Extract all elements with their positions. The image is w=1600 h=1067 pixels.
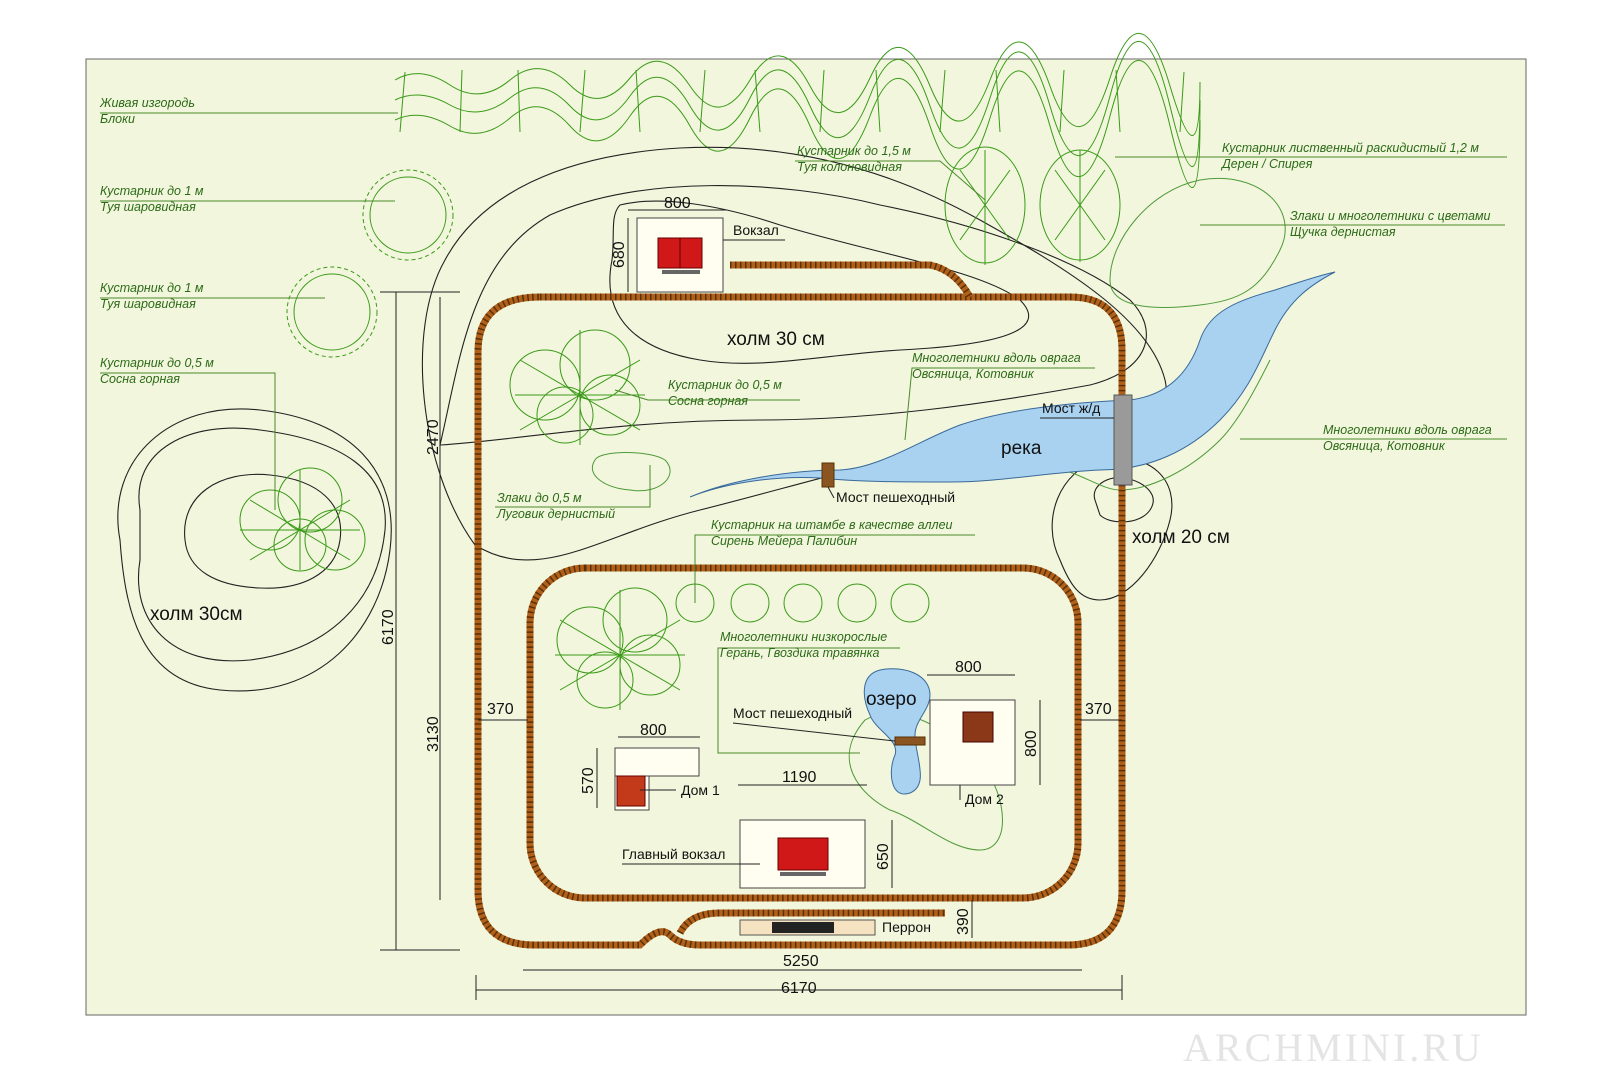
label-house1: Дом 1 (681, 782, 720, 798)
dim-station-w: 800 (664, 195, 691, 212)
label-shrub-d-2: Туя колоновидная (797, 160, 902, 174)
label-hill-left: холм 30см (150, 604, 243, 625)
alley-lilacs (675, 583, 930, 623)
dim-main-h: 650 (875, 843, 892, 870)
dim-left-lower: 3130 (425, 716, 442, 752)
river (689, 271, 1336, 498)
columnar-thuja (944, 146, 1121, 265)
dim-house2-h: 800 (1023, 730, 1040, 757)
shrubs (239, 146, 1121, 710)
leader-lines (100, 112, 1507, 754)
label-hedge-2: Блоки (100, 112, 135, 126)
label-foot-bridge-1: Мост пешеходный (836, 489, 955, 505)
main-station-roof (777, 837, 829, 871)
pine-left (239, 467, 366, 572)
platform-siding (676, 909, 945, 935)
dim-outer-w: 6170 (781, 980, 817, 997)
label-shrub-f-2: Сосна горная (668, 394, 748, 408)
watermark: ARCHMINI.RU (1183, 1025, 1484, 1067)
label-shrub-b-1: Кустарник до 1 м (100, 281, 204, 295)
dim-gap-left: 370 (487, 701, 514, 718)
dim-house1-w: 800 (640, 722, 667, 739)
label-hill-right: холм 20 см (1132, 527, 1230, 548)
label-perennial-b-2: Овсяница, Котовник (1323, 439, 1446, 453)
lake-footbridge (894, 736, 926, 746)
label-perennial-a-2: Овсяница, Котовник (912, 367, 1035, 381)
label-hill-top: холм 30 см (727, 329, 825, 350)
label-shrub-f-1: Кустарник до 0,5 м (668, 378, 782, 392)
dimension-lines (380, 209, 1123, 1000)
label-platform: Перрон (882, 919, 931, 935)
label-low-2: Герань, Гвоздика травянка (720, 646, 880, 660)
label-grass-a-1: Злаки и многолетники с цветами (1290, 209, 1491, 223)
dim-inner-w: 5250 (783, 953, 819, 970)
house1-building (614, 747, 700, 811)
outer-track (474, 293, 1126, 949)
railway-bridge (1113, 394, 1133, 486)
label-shrub-e-1: Кустарник лиственный раскидистый 1,2 м (1222, 141, 1479, 155)
main-station-building (739, 819, 866, 889)
dim-left-total: 6170 (380, 609, 397, 645)
label-lake: озеро (866, 689, 917, 710)
house2-building (929, 699, 1016, 786)
dim-house1-h: 570 (580, 767, 597, 794)
label-rail-bridge: Мост ж/д (1042, 400, 1100, 416)
dim-house2-w: 800 (955, 659, 982, 676)
label-alley-2: Сирень Мейера Палибин (711, 534, 857, 548)
footbridge (821, 462, 835, 488)
label-low-1: Многолетники низкорослые (720, 630, 887, 644)
label-perennial-a-1: Многолетники вдоль оврага (912, 351, 1081, 365)
dim-platform-h: 390 (955, 908, 972, 935)
label-shrub-a-1: Кустарник до 1 м (100, 184, 204, 198)
pine-inner (555, 587, 685, 710)
label-house2: Дом 2 (965, 791, 1004, 807)
label-hedge-1: Живая изгородь (99, 96, 195, 110)
label-shrub-d-1: Кустарник до 1,5 м (797, 144, 911, 158)
platform-building (739, 919, 876, 936)
house1-roof (616, 775, 646, 807)
dim-gap-right: 370 (1085, 701, 1112, 718)
label-shrub-c-2: Сосна горная (100, 372, 180, 386)
label-grass-b-2: Луговик дернистый (496, 507, 615, 521)
hedge (394, 32, 1201, 188)
hill-contours (117, 146, 1173, 692)
label-perennial-b-1: Многолетники вдоль оврага (1323, 423, 1492, 437)
label-alley-1: Кустарник на штамбе в качестве аллеи (711, 518, 953, 532)
lake (863, 668, 931, 795)
label-grass-b-1: Злаки до 0,5 м (497, 491, 582, 505)
label-foot-bridge-2: Мост пешеходный (733, 705, 852, 721)
station-building (636, 217, 724, 293)
label-shrub-a-2: Туя шаровидная (100, 200, 196, 214)
label-shrub-c-1: Кустарник до 0,5 м (100, 356, 214, 370)
label-main-station: Главный вокзал (622, 846, 725, 862)
inner-track (526, 564, 1082, 902)
label-river: река (1001, 438, 1042, 459)
dim-station-h: 680 (611, 241, 628, 268)
house2-roof (962, 711, 994, 743)
dim-left-upper: 2470 (425, 419, 442, 455)
dim-main-w: 1190 (782, 769, 817, 786)
label-shrub-b-2: Туя шаровидная (100, 297, 196, 311)
pine-mid (509, 329, 645, 445)
station-siding (730, 261, 974, 299)
label-grass-a-2: Щучка дернистая (1290, 225, 1396, 239)
label-shrub-e-2: Дерен / Спирея (1220, 157, 1313, 171)
label-station: Вокзал (733, 222, 779, 238)
